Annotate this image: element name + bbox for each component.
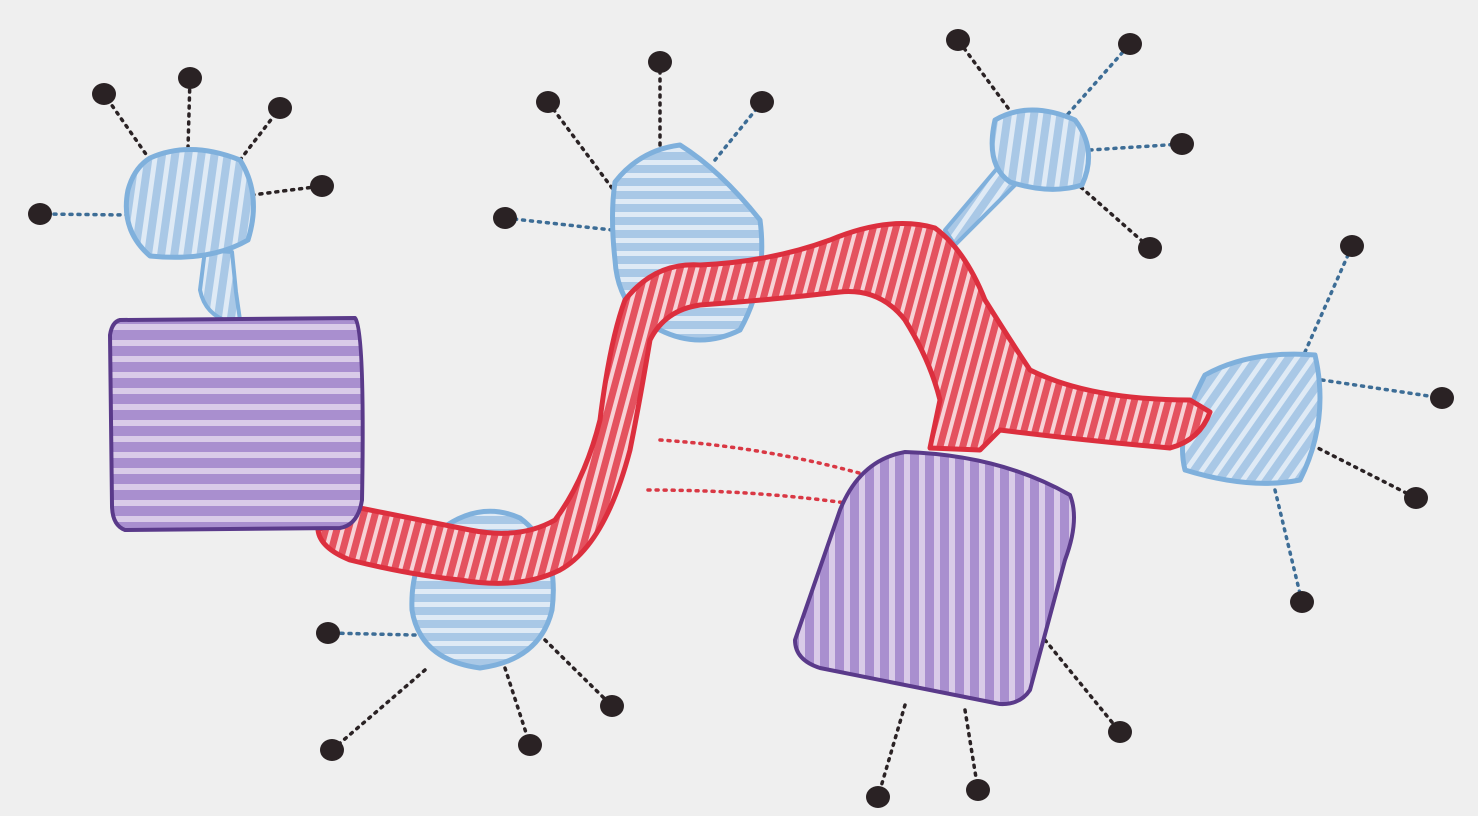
endpoint-dot-12 (1170, 133, 1194, 155)
endpoint-dot-9 (493, 207, 517, 229)
endpoint-dot-11 (1118, 33, 1142, 55)
endpoint-dot-21 (1290, 591, 1314, 613)
left-block (110, 318, 363, 530)
endpoint-dot-19 (1430, 387, 1454, 409)
endpoint-dot-18 (1340, 235, 1364, 257)
endpoint-dot-1 (92, 83, 116, 105)
endpoint-dot-14 (316, 622, 340, 644)
endpoint-dot-7 (648, 51, 672, 73)
endpoint-dot-10 (946, 29, 970, 51)
endpoint-dot-3 (268, 97, 292, 119)
endpoint-dot-4 (310, 175, 334, 197)
endpoint-dot-22 (1108, 721, 1132, 743)
endpoint-dot-13 (1138, 237, 1162, 259)
endpoint-dot-24 (966, 779, 990, 801)
endpoint-dot-20 (1404, 487, 1428, 509)
endpoint-dot-23 (866, 786, 890, 808)
node-top-left (126, 149, 253, 257)
endpoint-dot-15 (320, 739, 344, 761)
endpoint-dot-2 (178, 67, 202, 89)
node-top-right (992, 110, 1088, 189)
endpoint-dot-17 (600, 695, 624, 717)
endpoint-dot-16 (518, 734, 542, 756)
endpoint-dot-5 (28, 203, 52, 225)
endpoint-dot-8 (750, 91, 774, 113)
endpoint-dot-6 (536, 91, 560, 113)
